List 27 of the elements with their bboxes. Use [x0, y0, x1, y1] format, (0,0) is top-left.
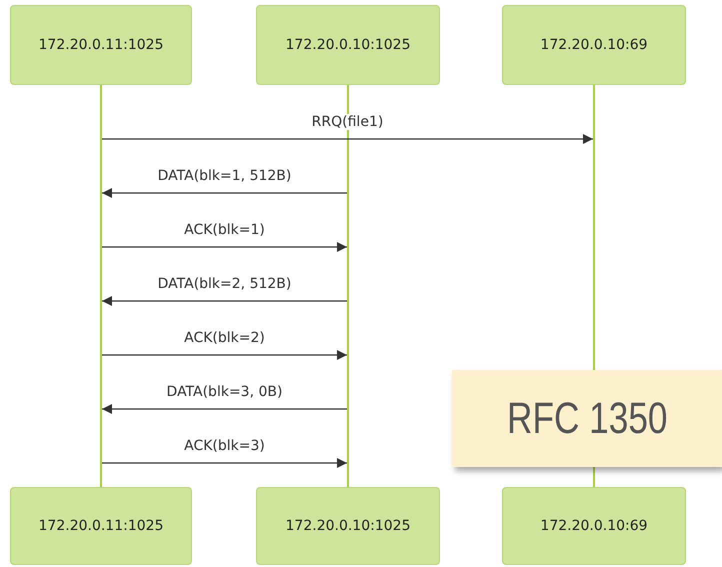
message-arrow: [102, 458, 347, 468]
message-arrow: [102, 296, 347, 306]
participant-box: [10, 487, 192, 565]
participant-label: 172.20.0.10:69: [540, 518, 648, 534]
note-box: [452, 370, 722, 467]
message-arrow: [102, 404, 347, 414]
message-arrow: [102, 242, 347, 252]
lifeline: [100, 85, 102, 487]
participant-box: [502, 487, 686, 565]
message-arrow: [102, 134, 593, 144]
participant-label: 172.20.0.11:1025: [38, 37, 164, 53]
participant-label: 172.20.0.10:1025: [286, 37, 410, 53]
participant-label: 172.20.0.11:1025: [38, 518, 164, 534]
participant-label: 172.20.0.10:1025: [286, 518, 410, 534]
participant-box: [502, 5, 686, 85]
lifeline: [347, 85, 349, 487]
message-arrow: [102, 188, 347, 198]
edge-label: ACK(blk=2): [182, 330, 267, 346]
participant-box: [10, 5, 192, 85]
message-arrow: [102, 350, 347, 360]
edge-label: DATA(blk=3, 0B): [164, 384, 284, 400]
participant-box: [256, 5, 440, 85]
participant-label: 172.20.0.10:69: [540, 37, 648, 53]
edge-label: ACK(blk=1): [182, 222, 267, 238]
participant-box: [256, 487, 440, 565]
note-text: RFC 1350: [506, 394, 668, 444]
edge-label: ACK(blk=3): [182, 438, 267, 454]
